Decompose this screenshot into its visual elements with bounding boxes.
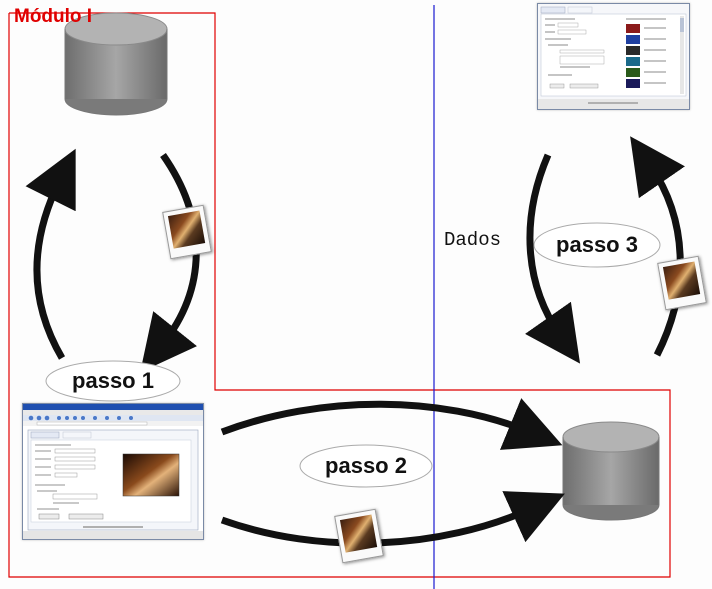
app-screenshot bbox=[22, 403, 204, 540]
database-icon bbox=[64, 12, 168, 116]
data-label: Dados bbox=[444, 229, 502, 251]
photo-icon bbox=[334, 508, 384, 564]
photo-icon bbox=[162, 204, 212, 260]
database-icon bbox=[562, 421, 660, 521]
step-3-label: passo 3 bbox=[556, 232, 638, 257]
arrow-up-right bbox=[630, 136, 685, 357]
arrow-up-to-database bbox=[25, 148, 76, 360]
app-screenshot-graphic bbox=[538, 4, 689, 109]
step-2-bubble bbox=[299, 444, 433, 488]
module-title: Módulo I bbox=[14, 6, 93, 27]
app-screenshot bbox=[537, 3, 690, 110]
photo-icon bbox=[657, 255, 707, 311]
step-1-label: passo 1 bbox=[72, 368, 154, 393]
app-screenshot-graphic bbox=[23, 404, 203, 539]
arrow-down-right bbox=[525, 153, 581, 364]
arrow-top-to-database bbox=[220, 398, 563, 450]
step-3-bubble bbox=[533, 222, 661, 268]
module-boundary bbox=[8, 12, 671, 578]
step-2-label: passo 2 bbox=[325, 453, 407, 478]
step-1-bubble bbox=[45, 360, 181, 402]
